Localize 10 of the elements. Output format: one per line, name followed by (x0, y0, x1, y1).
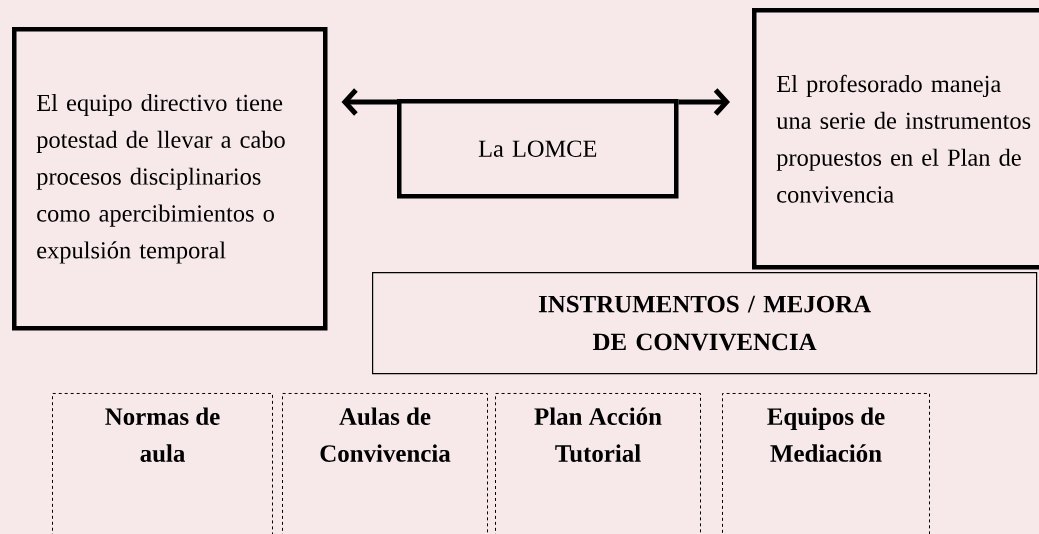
arrow (341, 88, 397, 116)
instrument-box: Aulas de Convivencia (282, 393, 488, 534)
heading-box: INSTRUMENTOS / MEJORA DE CONVIVENCIA (372, 272, 1038, 375)
instrument-box: Equipos de Mediación (722, 393, 930, 534)
law-box: La LOMCE (397, 99, 679, 199)
arrow (678, 88, 730, 116)
text-box: El profesorado maneja una serie de instrumentos propuestos en el Plan de convivencia (752, 8, 1039, 270)
text-box: El equipo directivo tiene potestad de llevar a cabo procesos disciplinarios como apercibimientos o expulsión temporal (12, 27, 328, 331)
instrument-box: Plan Acción Tutorial (495, 393, 701, 534)
instrument-box: Normas de aula (52, 393, 273, 534)
